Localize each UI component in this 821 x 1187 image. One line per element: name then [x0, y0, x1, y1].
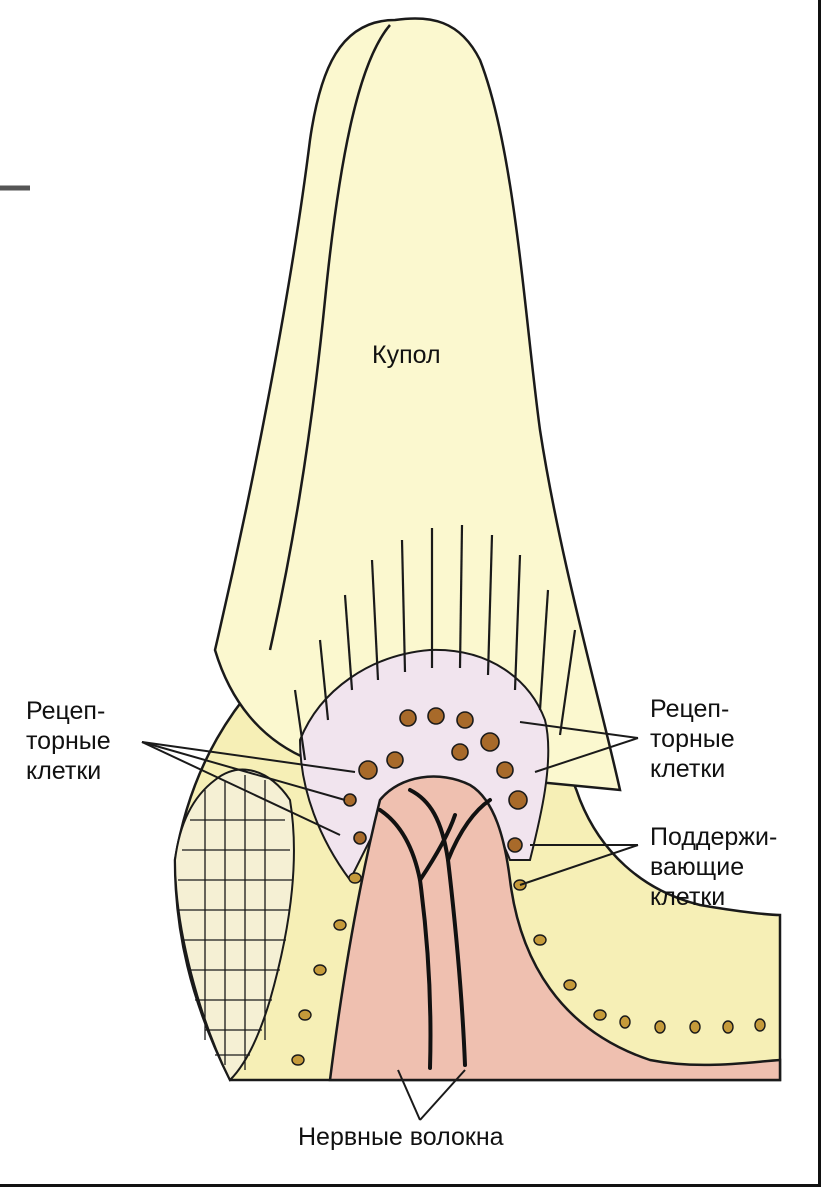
nerve-fibres-label: Нервные волокна [298, 1122, 504, 1152]
supporting-cells-label: Поддержи- вающие клетки [650, 822, 777, 912]
receptor-cells-label-left: Рецеп- торные клетки [26, 696, 111, 786]
cupula-label: Купол [372, 340, 441, 370]
receptor-cells-label-right: Рецеп- торные клетки [650, 694, 735, 784]
